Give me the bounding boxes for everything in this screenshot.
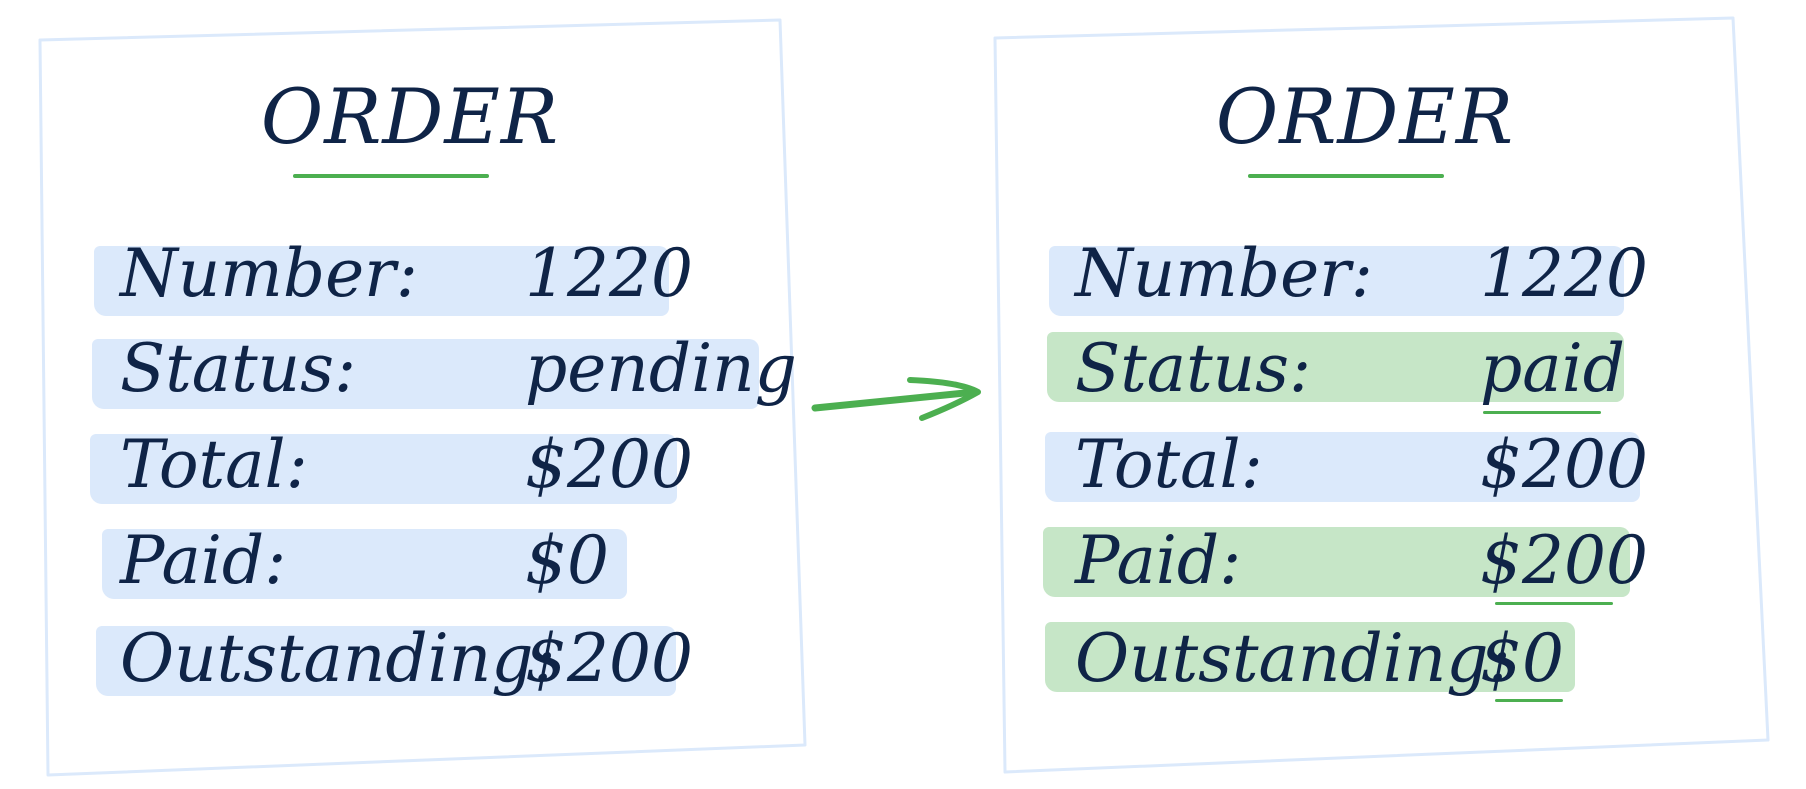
row-number-value: 1220 — [525, 235, 693, 312]
row-paid — [102, 529, 627, 599]
order-title: ORDER — [1215, 72, 1515, 161]
changed-underline — [1495, 602, 1613, 605]
title-underline — [293, 174, 489, 178]
changed-underline — [1483, 411, 1601, 414]
row-status-label: Status: — [1075, 330, 1312, 407]
row-number-label: Number: — [120, 235, 418, 312]
order-card-before: ORDER Number: 1220 Status: pending Total… — [20, 14, 800, 774]
row-total — [1045, 432, 1640, 502]
changed-underline — [1495, 699, 1563, 702]
title-underline — [1248, 174, 1444, 178]
row-total-label: Total: — [120, 426, 308, 503]
row-outstanding-label: Outstanding: — [120, 620, 556, 697]
row-total-label: Total: — [1075, 426, 1263, 503]
row-number — [1049, 246, 1624, 316]
row-outstanding — [96, 626, 676, 696]
row-total — [90, 434, 677, 504]
row-status — [92, 339, 759, 409]
row-outstanding-label: Outstanding: — [1075, 620, 1511, 697]
order-card-after: ORDER Number: 1220 Status: paid Total: $… — [975, 14, 1755, 774]
row-total-value: $200 — [525, 426, 693, 503]
row-total-value: $200 — [1480, 426, 1648, 503]
row-paid — [1043, 527, 1630, 597]
row-outstanding — [1045, 622, 1575, 692]
row-status — [1047, 332, 1624, 402]
row-paid-value: $200 — [1480, 522, 1648, 599]
row-paid-value: $0 — [525, 522, 609, 599]
row-paid-label: Paid: — [1075, 522, 1242, 599]
row-status-label: Status: — [120, 330, 357, 407]
order-title: ORDER — [260, 72, 560, 161]
row-outstanding-value: $0 — [1480, 620, 1564, 697]
row-paid-label: Paid: — [120, 522, 287, 599]
row-number-label: Number: — [1075, 235, 1373, 312]
left-card-frame — [38, 18, 807, 777]
right-arrow-icon — [811, 377, 981, 421]
row-number — [94, 246, 669, 316]
row-status-value: paid — [1480, 330, 1625, 407]
right-card-frame — [993, 16, 1770, 774]
row-number-value: 1220 — [1480, 235, 1648, 312]
row-outstanding-value: $200 — [525, 620, 693, 697]
row-status-value: pending — [525, 330, 797, 407]
